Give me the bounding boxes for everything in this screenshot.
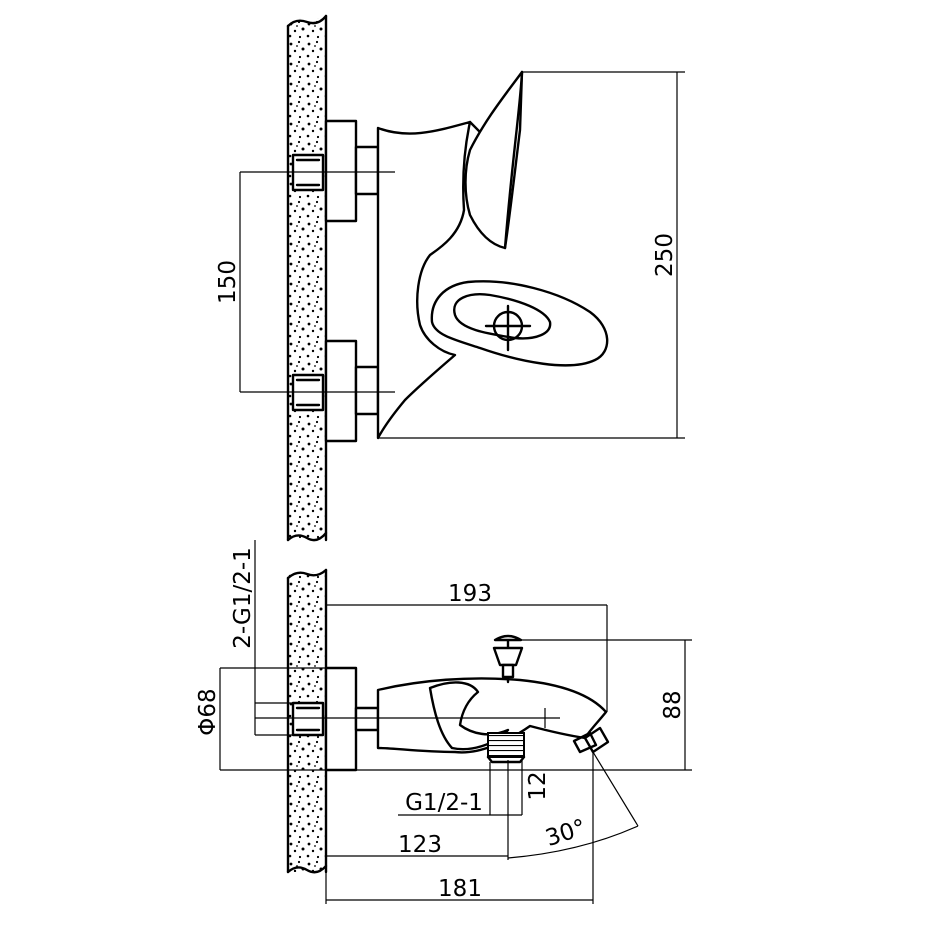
outlet-offset-label: 12 [525, 771, 551, 800]
spout-angle-label: 30° [542, 815, 589, 852]
total-height-label: 250 [652, 233, 678, 277]
lower-inlet-connector [291, 339, 380, 443]
outlet-thread-label: G1/2-1 [405, 790, 483, 816]
mixer-body [376, 70, 609, 440]
diverter-knob [492, 634, 524, 684]
outlet-offset-dimension: 12 [507, 760, 551, 860]
inlet-thread-label: 2-G1/2-1 [230, 547, 256, 649]
spout-angle-dimension: 30° [507, 751, 639, 859]
inlet-thread-dimension: 2-G1/2-1 [230, 540, 293, 736]
side-mixer-body [376, 634, 610, 764]
side-inlet-connector [291, 666, 380, 772]
total-height-dimension: 250 [378, 71, 685, 439]
overall-depth-dimension: 181 [325, 752, 594, 904]
flange-diameter-dimension: Φ68 [195, 667, 326, 771]
inlet-spacing-dimension: 150 [215, 172, 241, 392]
inlet-spacing-label: 150 [215, 260, 241, 304]
spout-front [430, 280, 609, 367]
overall-depth-label: 181 [438, 876, 482, 902]
spout-height-label: 88 [660, 690, 686, 719]
wall-section-top [286, 14, 328, 542]
spout-height-dimension: 88 [326, 639, 692, 771]
spout-reach-dimension: 193 [325, 578, 608, 712]
outlet-distance-label: 123 [398, 832, 442, 858]
flange-diameter-label: Φ68 [195, 688, 221, 735]
outlet-thread [487, 732, 525, 758]
spout-reach-label: 193 [448, 581, 492, 607]
front-view: 150 250 [215, 14, 685, 542]
outlet-distance-dimension: 123 [326, 832, 508, 858]
side-view: 193 88 2-G1/2-1 Φ68 G1/2-1 [195, 540, 692, 904]
outlet-thread-dimension: G1/2-1 [398, 762, 522, 816]
